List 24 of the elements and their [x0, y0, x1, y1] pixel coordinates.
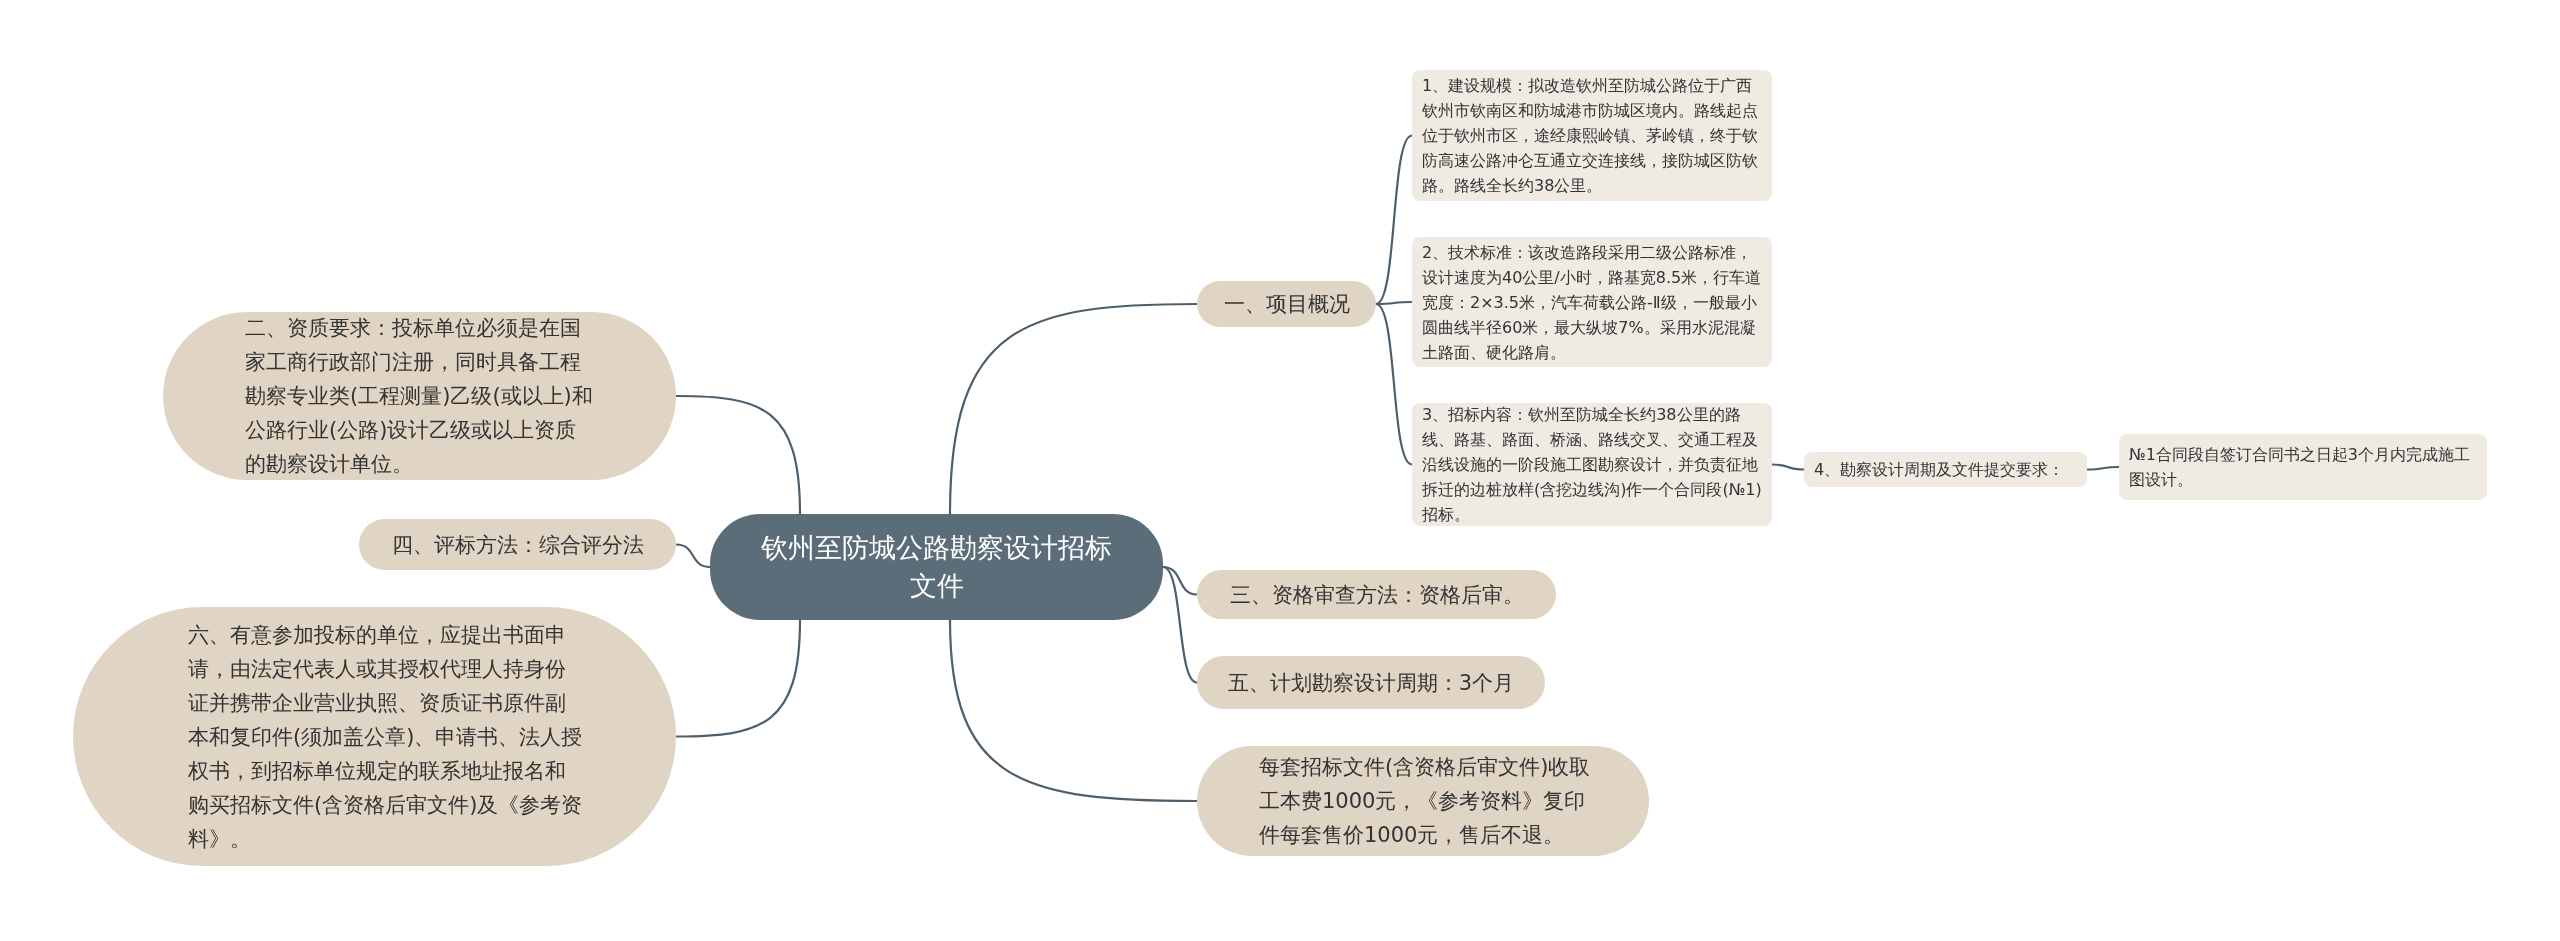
- text-box: 4、勘察设计周期及文件提交要求：: [1804, 452, 2087, 487]
- connector-line: [1162, 566, 1198, 684]
- text-box: №1合同段自签订合同书之日起3个月内完成施工图设计。: [2119, 434, 2487, 500]
- text-box: 3、招标内容：钦州至防城全长约38公里的路线、路基、路面、桥涵、路线交叉、交通工程及沿线设施的一阶段施工图勘察设计，并负责征地拆迁的边桩放样(含挖边线沟)作一个合同段(№1)招标。: [1412, 403, 1772, 526]
- topic-pill: 一、项目概况: [1197, 281, 1376, 327]
- central-topic-box: 钦州至防城公路勘察设计招标文件: [710, 514, 1163, 620]
- connector-line: [1375, 303, 1413, 466]
- connector-line: [948, 302, 1197, 515]
- topic-pill: 五、计划勘察设计周期：3个月: [1197, 656, 1545, 709]
- topic-pill: 六、有意参加投标的单位，应提出书面申请，由法定代表人或其授权代理人持身份证并携带企业营业执照、资质证书原件副本和复印件(须加盖公章)、申请书、法人授权书，到招标单位规定的联系地址报名和购买招标文件(含资格后审文件)及《参考资料》。: [73, 607, 676, 866]
- connector-line: [1375, 134, 1413, 305]
- text-box: 1、建设规模：拟改造钦州至防城公路位于广西钦州市钦南区和防城港市防城区境内。路线起点位于钦州市区，途经康熙岭镇、茅岭镇，终于钦防高速公路冲仑互通立交连接线，接防城区防钦路。路线全长约38公里。: [1412, 70, 1772, 201]
- connector-line: [1771, 463, 1805, 471]
- connector-line: [675, 543, 711, 569]
- topic-pill: 四、评标方法：综合评分法: [359, 519, 676, 570]
- connector-line: [2087, 465, 2119, 471]
- connector-line: [676, 394, 802, 515]
- topic-pill: 三、资格审查方法：资格后审。: [1197, 570, 1556, 619]
- connector-line: [676, 619, 802, 738]
- connector-line: [1376, 300, 1412, 306]
- connector-line: [948, 619, 1197, 803]
- topic-pill: 二、资质要求：投标单位必须是在国家工商行政部门注册，同时具备工程勘察专业类(工程测量)乙级(或以上)和公路行业(公路)设计乙级或以上资质的勘察设计单位。: [163, 312, 676, 480]
- text-box: 2、技术标准：该改造路段采用二级公路标准，设计速度为40公里/小时，路基宽8.5米，行车道宽度：2×3.5米，汽车荷载公路-Ⅱ级，一般最小圆曲线半径60米，最大纵坡7%。采用水泥混凝土路面、硬化路肩。: [1412, 237, 1772, 367]
- topic-pill: 每套招标文件(含资格后审文件)收取工本费1000元，《参考资料》复印件每套售价1000元，售后不退。: [1197, 746, 1649, 856]
